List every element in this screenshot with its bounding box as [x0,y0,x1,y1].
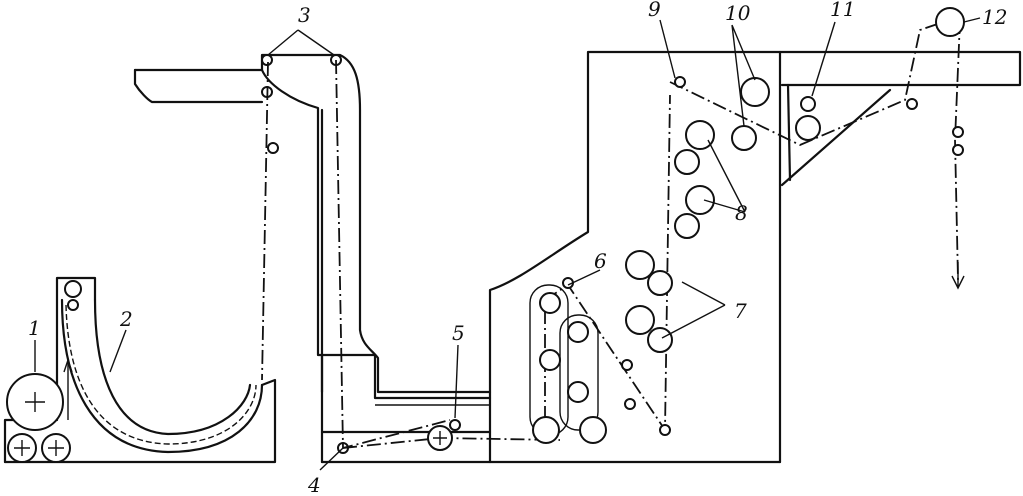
guide-roller [64,280,82,298]
main-frame [488,50,1022,464]
label-10: 10 [725,1,751,25]
label-9: 9 [648,0,661,21]
rollers [427,7,965,451]
label-12: 12 [982,5,1007,29]
tower-unit [133,53,782,464]
leader-lines [34,17,981,471]
label-1: 1 [28,316,41,340]
label-2: 2 [119,307,133,331]
part-labels: 3 1 2 4 5 6 7 8 9 10 11 12 [28,0,1007,496]
label-11: 11 [830,0,855,21]
web-path [261,17,965,450]
label-8: 8 [735,201,748,225]
guide-roller [67,299,79,311]
supply-roll-1 [6,373,71,463]
label-5: 5 [452,321,465,345]
label-7: 7 [734,299,747,323]
label-3: 3 [298,3,311,27]
label-6: 6 [594,249,607,273]
feed-unit [3,276,277,464]
label-4: 4 [307,473,321,496]
